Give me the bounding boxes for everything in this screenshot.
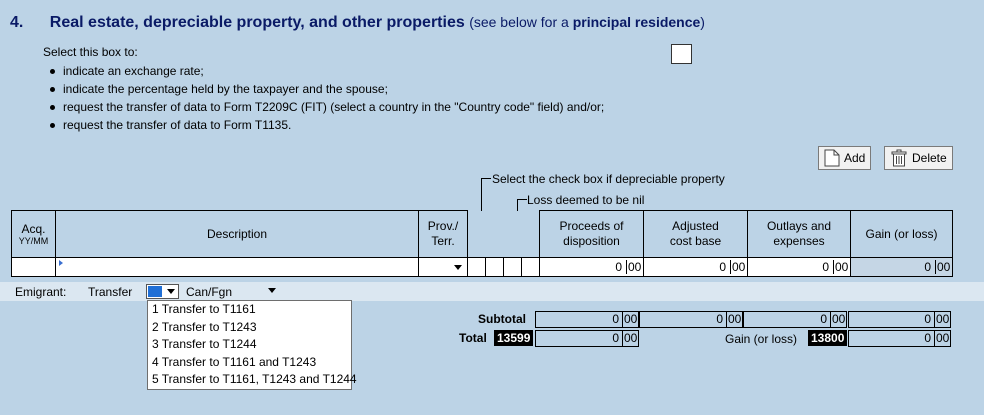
- select-box-checkbox[interactable]: [671, 44, 692, 64]
- depreciable-checkbox[interactable]: [467, 257, 486, 277]
- transfer-label: Transfer: [88, 285, 133, 299]
- transfer-option[interactable]: 5 Transfer to T1161, T1243 and T1244: [152, 372, 357, 386]
- loss-nil-checkbox-gap: [521, 257, 540, 277]
- can-fgn-label: Can/Fgn: [186, 285, 233, 299]
- transfer-select[interactable]: [146, 284, 179, 299]
- header-acq: Acq. YY/MM: [11, 210, 56, 258]
- transfer-select-value: [148, 286, 162, 297]
- section-title: 4. Real estate, depreciable property, an…: [10, 14, 705, 32]
- bullet-item: request the transfer of data to Form T11…: [50, 118, 604, 136]
- header-gain: Gain (or loss): [850, 210, 953, 258]
- can-fgn-select[interactable]: [238, 284, 280, 299]
- emigrant-label: Emigrant:: [15, 285, 67, 299]
- depreciable-note: Select the check box if depreciable prop…: [492, 172, 725, 186]
- depreciable-checkbox-gap: [485, 257, 504, 277]
- trash-icon: [891, 149, 907, 167]
- section-note-bold: principal residence: [572, 14, 701, 30]
- acq-input[interactable]: [11, 257, 56, 277]
- gain-code-badge: 13800: [808, 330, 848, 346]
- section-heading: Real estate, depreciable property, and o…: [49, 14, 465, 31]
- add-button[interactable]: Add: [818, 146, 872, 170]
- delete-button[interactable]: Delete: [884, 146, 953, 170]
- loss-nil-checkbox[interactable]: [503, 257, 522, 277]
- section-note-post: ): [700, 14, 705, 30]
- properties-table: Acq. YY/MM Description Prov./Terr. Proce…: [11, 210, 953, 277]
- total-label: Total: [459, 331, 487, 345]
- header-prov: Prov./Terr.: [418, 210, 468, 258]
- transfer-dropdown-list: 1 Transfer to T1161 2 Transfer to T1243 …: [147, 300, 357, 390]
- connector-line: [481, 178, 482, 240]
- transfer-option[interactable]: 4 Transfer to T1161 and T1243: [152, 354, 317, 369]
- bullet-list: indicate an exchange rate; indicate the …: [50, 64, 604, 136]
- chevron-down-icon: [268, 288, 276, 293]
- description-input[interactable]: [55, 257, 419, 277]
- total-code-badge: 13599: [494, 330, 534, 346]
- gain-total-label: Gain (or loss): [725, 332, 798, 346]
- intro-text: Select this box to:: [43, 45, 138, 59]
- subtotal-label: Subtotal: [478, 312, 526, 326]
- caret-icon: [59, 260, 63, 266]
- chevron-down-icon: [167, 289, 175, 294]
- section-number: 4.: [10, 14, 24, 31]
- add-button-label: Add: [844, 151, 866, 165]
- bullet-item: indicate the percentage held by the taxp…: [50, 82, 604, 100]
- transfer-option[interactable]: 2 Transfer to T1243: [152, 319, 257, 334]
- emigrant-bar: Emigrant: Transfer Can/Fgn: [0, 282, 984, 301]
- bullet-item: indicate an exchange rate;: [50, 64, 604, 82]
- transfer-option[interactable]: 3 Transfer to T1244: [152, 337, 257, 351]
- loss-nil-note: Loss deemed to be nil: [527, 193, 645, 207]
- prov-select[interactable]: [418, 257, 468, 277]
- section-note-pre: (see below for a: [469, 14, 573, 30]
- connector-line: [481, 178, 491, 179]
- header-description: Description: [55, 210, 419, 258]
- chevron-down-icon: [454, 265, 462, 270]
- bullet-item: request the transfer of data to Form T22…: [50, 100, 604, 118]
- transfer-option[interactable]: 1 Transfer to T1161: [152, 302, 256, 316]
- document-icon: [824, 149, 840, 167]
- table-header-row: Acq. YY/MM Description Prov./Terr. Proce…: [11, 210, 953, 258]
- delete-button-label: Delete: [912, 151, 947, 165]
- connector-line: [517, 199, 527, 200]
- header-checkbox-gap: [467, 210, 540, 258]
